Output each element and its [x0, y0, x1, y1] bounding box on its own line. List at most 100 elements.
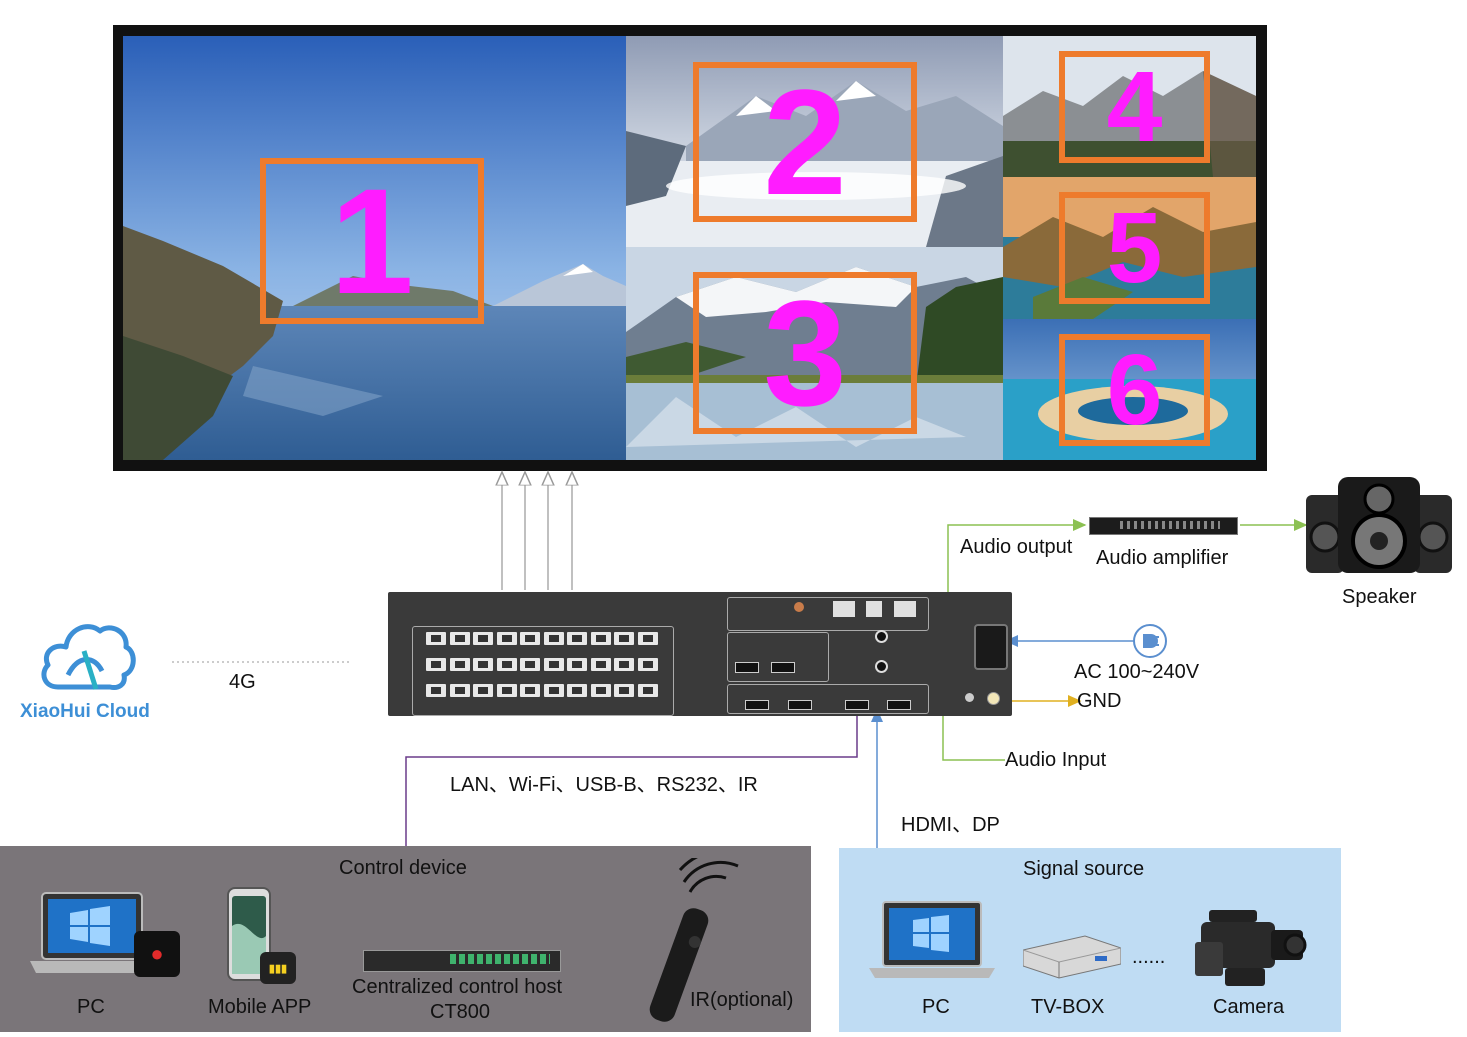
- window-1: 1: [260, 158, 484, 324]
- led-output-port: [637, 658, 658, 671]
- cloud-name: XiaoHui Cloud: [20, 701, 150, 722]
- mobile-app-label: Mobile APP: [208, 996, 312, 1018]
- mobile-phone-icon: [227, 887, 271, 981]
- window-5-image: [1003, 177, 1256, 319]
- led-output-port: [614, 684, 634, 697]
- rs232-port: [833, 601, 855, 617]
- hdmi-input-3: [845, 700, 869, 710]
- ac-plug-icon: [1133, 624, 1167, 658]
- window-1-image: [123, 36, 626, 460]
- window-3-image: [626, 247, 1003, 460]
- control-pc-label: PC: [77, 996, 105, 1018]
- ellipsis-label: ......: [1132, 946, 1166, 968]
- led-output-port: [614, 632, 634, 645]
- led-output-port: [543, 684, 564, 697]
- led-output-port: [567, 632, 587, 645]
- window-number-3: 3: [763, 269, 847, 437]
- led-output-port: [637, 632, 658, 645]
- led-output-port: [426, 632, 446, 645]
- ctrl-port-block: [727, 597, 929, 631]
- 4g-label: 4G: [229, 671, 256, 693]
- signal-source-title: Signal source: [1023, 858, 1145, 880]
- source-pc-label: PC: [922, 996, 950, 1018]
- led-output-port: [543, 632, 564, 645]
- hdmi-input-2: [788, 700, 812, 710]
- led-output-port: [520, 632, 540, 645]
- led-output-port-block: [412, 626, 674, 716]
- led-output-port: [567, 658, 587, 671]
- led-output-port: [543, 658, 564, 671]
- led-output-port: [496, 632, 517, 645]
- audio-output-label: Audio output: [960, 536, 1073, 558]
- window-2: 2: [693, 62, 917, 222]
- led-output-port: [590, 632, 611, 645]
- wifi-antenna-port: [794, 602, 804, 612]
- controller-device: [388, 592, 1012, 716]
- window-number-6: 6: [1106, 334, 1163, 446]
- window-4: 4: [1059, 51, 1210, 163]
- led-output-port: [614, 658, 634, 671]
- ethernet-port: [894, 601, 916, 617]
- signal-source-panel: Signal source PC TV-BOX ...... Camera: [839, 848, 1341, 1032]
- tv-box-label: TV-BOX: [1031, 996, 1105, 1018]
- gnd-label: GND: [1077, 690, 1122, 712]
- led-output-port: [426, 658, 446, 671]
- speaker-label: Speaker: [1342, 586, 1417, 608]
- window-6-image: [1003, 319, 1256, 460]
- ct800-terminals: [450, 954, 550, 964]
- led-output-port: [590, 684, 611, 697]
- speaker-icon: [1306, 477, 1452, 573]
- led-output-port: [520, 658, 540, 671]
- dp-port: [735, 662, 759, 673]
- audio-out-jack: [875, 630, 888, 643]
- signal-link-label: HDMI、DP: [901, 814, 1000, 836]
- led-output-port: [449, 658, 470, 671]
- led-output-port: [473, 684, 493, 697]
- laptop-icon: [30, 892, 154, 973]
- usb-b-port: [866, 601, 882, 617]
- window-4-image: [1003, 36, 1256, 177]
- led-output-port: [520, 684, 540, 697]
- hdmi-2-port: [771, 662, 795, 673]
- window-number-4: 4: [1106, 51, 1163, 163]
- window-number-2: 2: [763, 58, 847, 226]
- led-output-port: [473, 658, 493, 671]
- ir-optional-label: IR(optional): [690, 989, 794, 1011]
- control-device-title: Control device: [339, 857, 467, 879]
- led-output-port: [590, 658, 611, 671]
- tv-box-icon: [1023, 935, 1121, 979]
- 2k-input-block: [727, 684, 929, 714]
- hdmi-input-1: [745, 700, 769, 710]
- control-link-label: LAN、Wi-Fi、USB-B、RS232、IR: [450, 774, 758, 796]
- ir-remote-icon: [649, 858, 739, 1022]
- led-output-port: [496, 684, 517, 697]
- led-display-wall: 1 2: [113, 25, 1267, 471]
- led-output-port: [449, 632, 470, 645]
- led-app-icon: ▮▮▮: [260, 952, 296, 984]
- 4k-input-block: [727, 632, 829, 682]
- led-output-port: [637, 684, 658, 697]
- camera-label: Camera: [1213, 996, 1285, 1018]
- centralized-control-host-label: Centralized control host: [352, 976, 563, 998]
- window-6: 6: [1059, 334, 1210, 446]
- window-3: 3: [693, 272, 917, 434]
- audio-input-label: Audio Input: [1005, 749, 1107, 771]
- ac-power-label: AC 100~240V: [1074, 661, 1200, 683]
- amplifier-knobs: [1120, 521, 1220, 529]
- source-laptop-icon: [869, 901, 995, 978]
- led-output-port: [426, 684, 446, 697]
- audio-amplifier-label: Audio amplifier: [1096, 547, 1229, 569]
- window-number-5: 5: [1106, 192, 1163, 304]
- window-5: 5: [1059, 192, 1210, 304]
- output-arrows: [502, 478, 572, 590]
- audio-in-jack: [875, 660, 888, 673]
- ground-screw: [987, 692, 1000, 705]
- ac-power-inlet: [974, 624, 1008, 670]
- ct800-label: CT800: [430, 1001, 491, 1023]
- window-number-1: 1: [330, 157, 414, 325]
- control-device-panel: Control device ● PC ▮▮▮ Mobile APP Centr…: [0, 846, 811, 1032]
- led-output-port: [473, 632, 493, 645]
- xiaohui-cloud-icon: [41, 624, 136, 690]
- hdmi-input-4: [887, 700, 911, 710]
- led-output-port: [567, 684, 587, 697]
